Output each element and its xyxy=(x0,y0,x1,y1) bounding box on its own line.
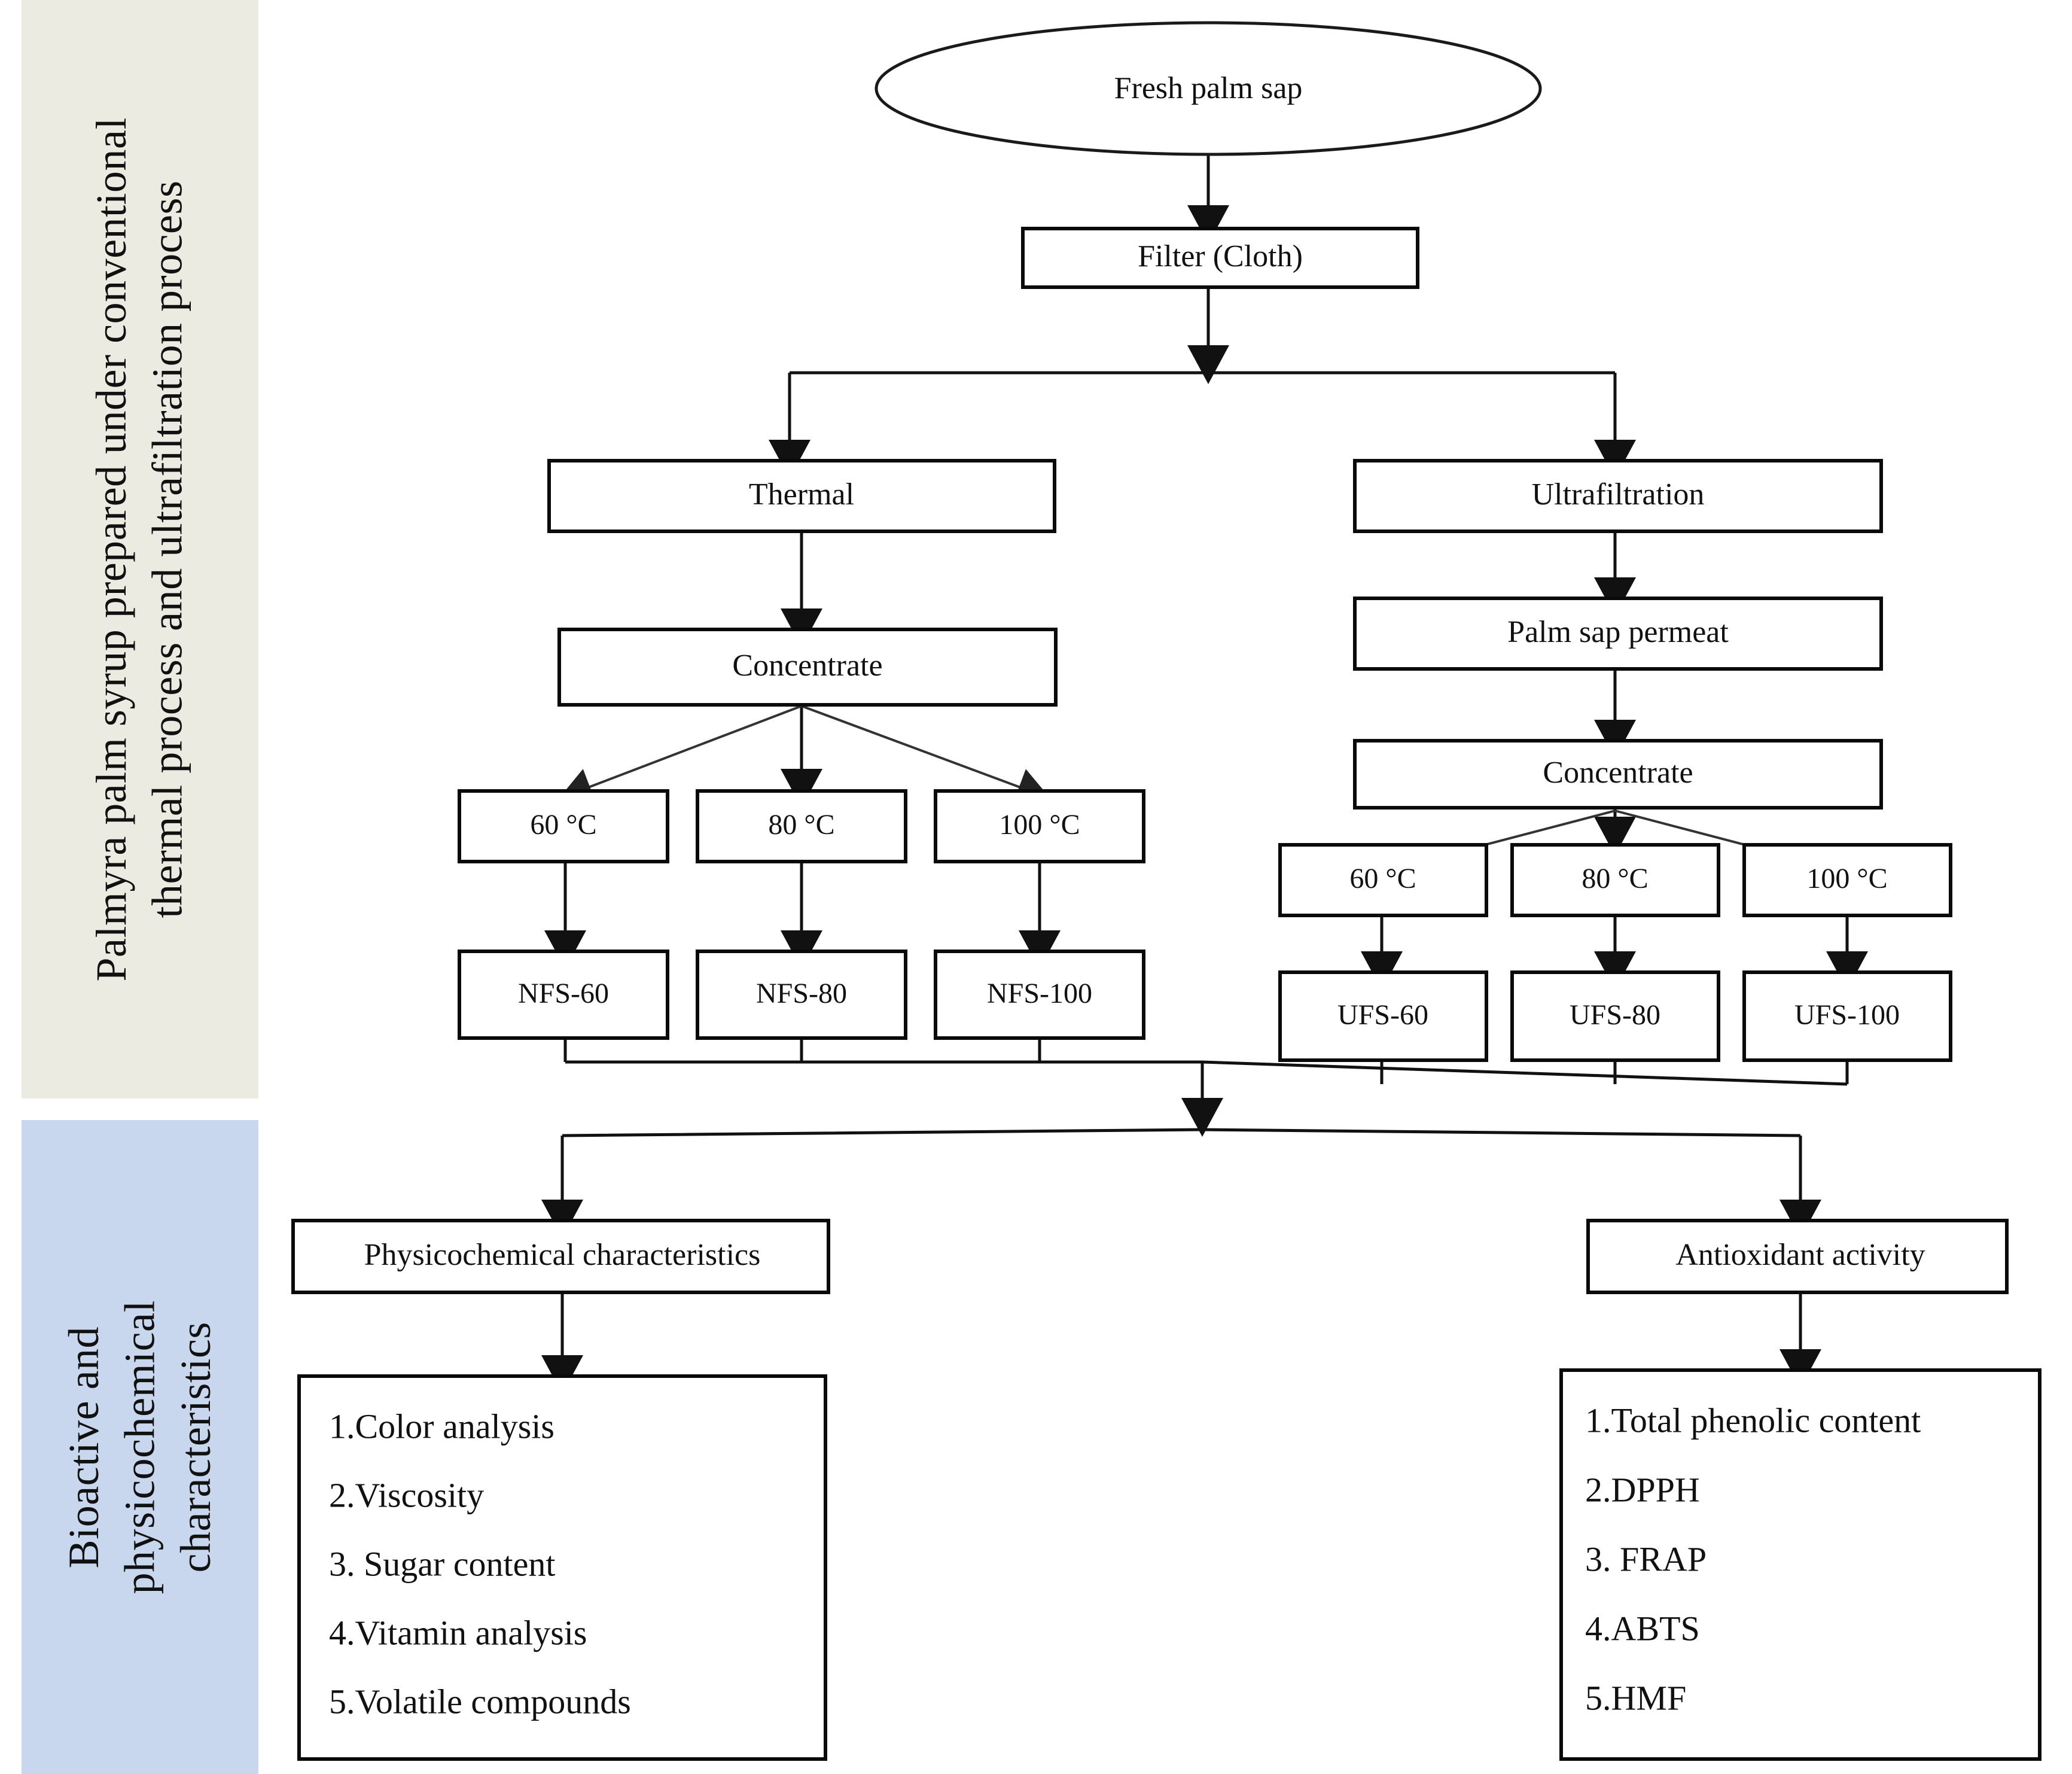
node-thermal-concentrate[interactable] xyxy=(557,628,1058,707)
list-item: 2.Viscosity xyxy=(329,1475,484,1514)
node-fresh-palm-sap[interactable] xyxy=(874,21,1542,156)
node-uf-temp-80-label: 80 °C xyxy=(1582,863,1648,894)
node-uf-temp-80[interactable] xyxy=(1510,843,1720,917)
node-product-ufs-80[interactable] xyxy=(1510,970,1720,1062)
node-product-nfs-100[interactable] xyxy=(934,950,1145,1040)
node-palm-sap-permeate-label: Palm sap permeat xyxy=(1507,615,1729,649)
list-box-physicochemical[interactable] xyxy=(297,1374,827,1761)
section-band-characteristics: Bioactive and physicochemical characteri… xyxy=(22,1120,258,1774)
node-physicochemical-label: Physicochemical characteristics xyxy=(364,1238,761,1272)
node-thermal-temp-80[interactable] xyxy=(696,789,907,863)
node-product-nfs-60-label: NFS-60 xyxy=(518,978,609,1009)
node-uf-temp-60-label: 60 °C xyxy=(1349,863,1416,894)
node-product-ufs-100[interactable] xyxy=(1742,970,1952,1062)
node-palm-sap-permeate[interactable] xyxy=(1353,597,1883,671)
list-item: 3. Sugar content xyxy=(329,1544,556,1583)
node-thermal-temp-80-label: 80 °C xyxy=(768,809,834,841)
list-item: 1.Color analysis xyxy=(329,1407,554,1446)
list-item: 4.Vitamin analysis xyxy=(329,1613,587,1652)
node-thermal[interactable] xyxy=(547,459,1056,533)
node-antioxidant-label: Antioxidant activity xyxy=(1675,1238,1925,1272)
connector-tc-to-100 xyxy=(801,705,1051,805)
node-product-nfs-100-label: NFS-100 xyxy=(987,978,1092,1009)
list-item: 4.ABTS xyxy=(1585,1609,1700,1648)
node-thermal-temp-60-label: 60 °C xyxy=(530,809,596,841)
node-uf-temp-100-label: 100 °C xyxy=(1806,863,1887,894)
node-uf-temp-60[interactable] xyxy=(1278,843,1488,917)
list-box-antioxidant[interactable] xyxy=(1559,1368,2041,1761)
connector-merge-bar xyxy=(565,1060,1848,1086)
node-product-ufs-100-label: UFS-100 xyxy=(1794,999,1900,1031)
list-item: 3. FRAP xyxy=(1585,1539,1707,1578)
node-antioxidant[interactable] xyxy=(1586,1219,2009,1294)
list-item: 2.DPPH xyxy=(1585,1470,1700,1509)
node-filter-label: Filter (Cloth) xyxy=(1138,239,1303,273)
node-product-ufs-80-label: UFS-80 xyxy=(1570,999,1660,1031)
node-thermal-temp-60[interactable] xyxy=(458,789,669,863)
node-product-nfs-80-label: NFS-80 xyxy=(756,978,847,1009)
list-item: 5.HMF xyxy=(1585,1678,1686,1717)
node-filter[interactable] xyxy=(1021,227,1419,289)
node-uf-concentrate-label: Concentrate xyxy=(1543,756,1693,790)
node-uf-temp-100[interactable] xyxy=(1742,843,1952,917)
connector-bottom-split-bar xyxy=(562,1128,1801,1137)
node-product-ufs-60[interactable] xyxy=(1278,970,1488,1062)
node-product-ufs-60-label: UFS-60 xyxy=(1337,999,1428,1031)
node-ultrafiltration[interactable] xyxy=(1353,459,1883,533)
node-thermal-concentrate-label: Concentrate xyxy=(732,649,882,683)
section-band-process: Palmyra palm syrup prepared under conven… xyxy=(22,0,258,1099)
node-fresh-palm-sap-label: Fresh palm sap xyxy=(1114,71,1303,105)
node-thermal-label: Thermal xyxy=(749,477,854,512)
node-uf-concentrate[interactable] xyxy=(1353,739,1883,810)
connector-tc-to-60 xyxy=(558,705,802,805)
node-physicochemical[interactable] xyxy=(291,1219,830,1294)
node-thermal-temp-100-label: 100 °C xyxy=(999,809,1080,841)
node-ultrafiltration-label: Ultrafiltration xyxy=(1532,477,1705,512)
node-product-nfs-60[interactable] xyxy=(458,950,669,1040)
node-product-nfs-80[interactable] xyxy=(696,950,907,1040)
list-item: 5.Volatile compounds xyxy=(329,1682,631,1721)
list-item: 1.Total phenolic content xyxy=(1585,1401,1921,1440)
node-thermal-temp-100[interactable] xyxy=(934,789,1145,863)
